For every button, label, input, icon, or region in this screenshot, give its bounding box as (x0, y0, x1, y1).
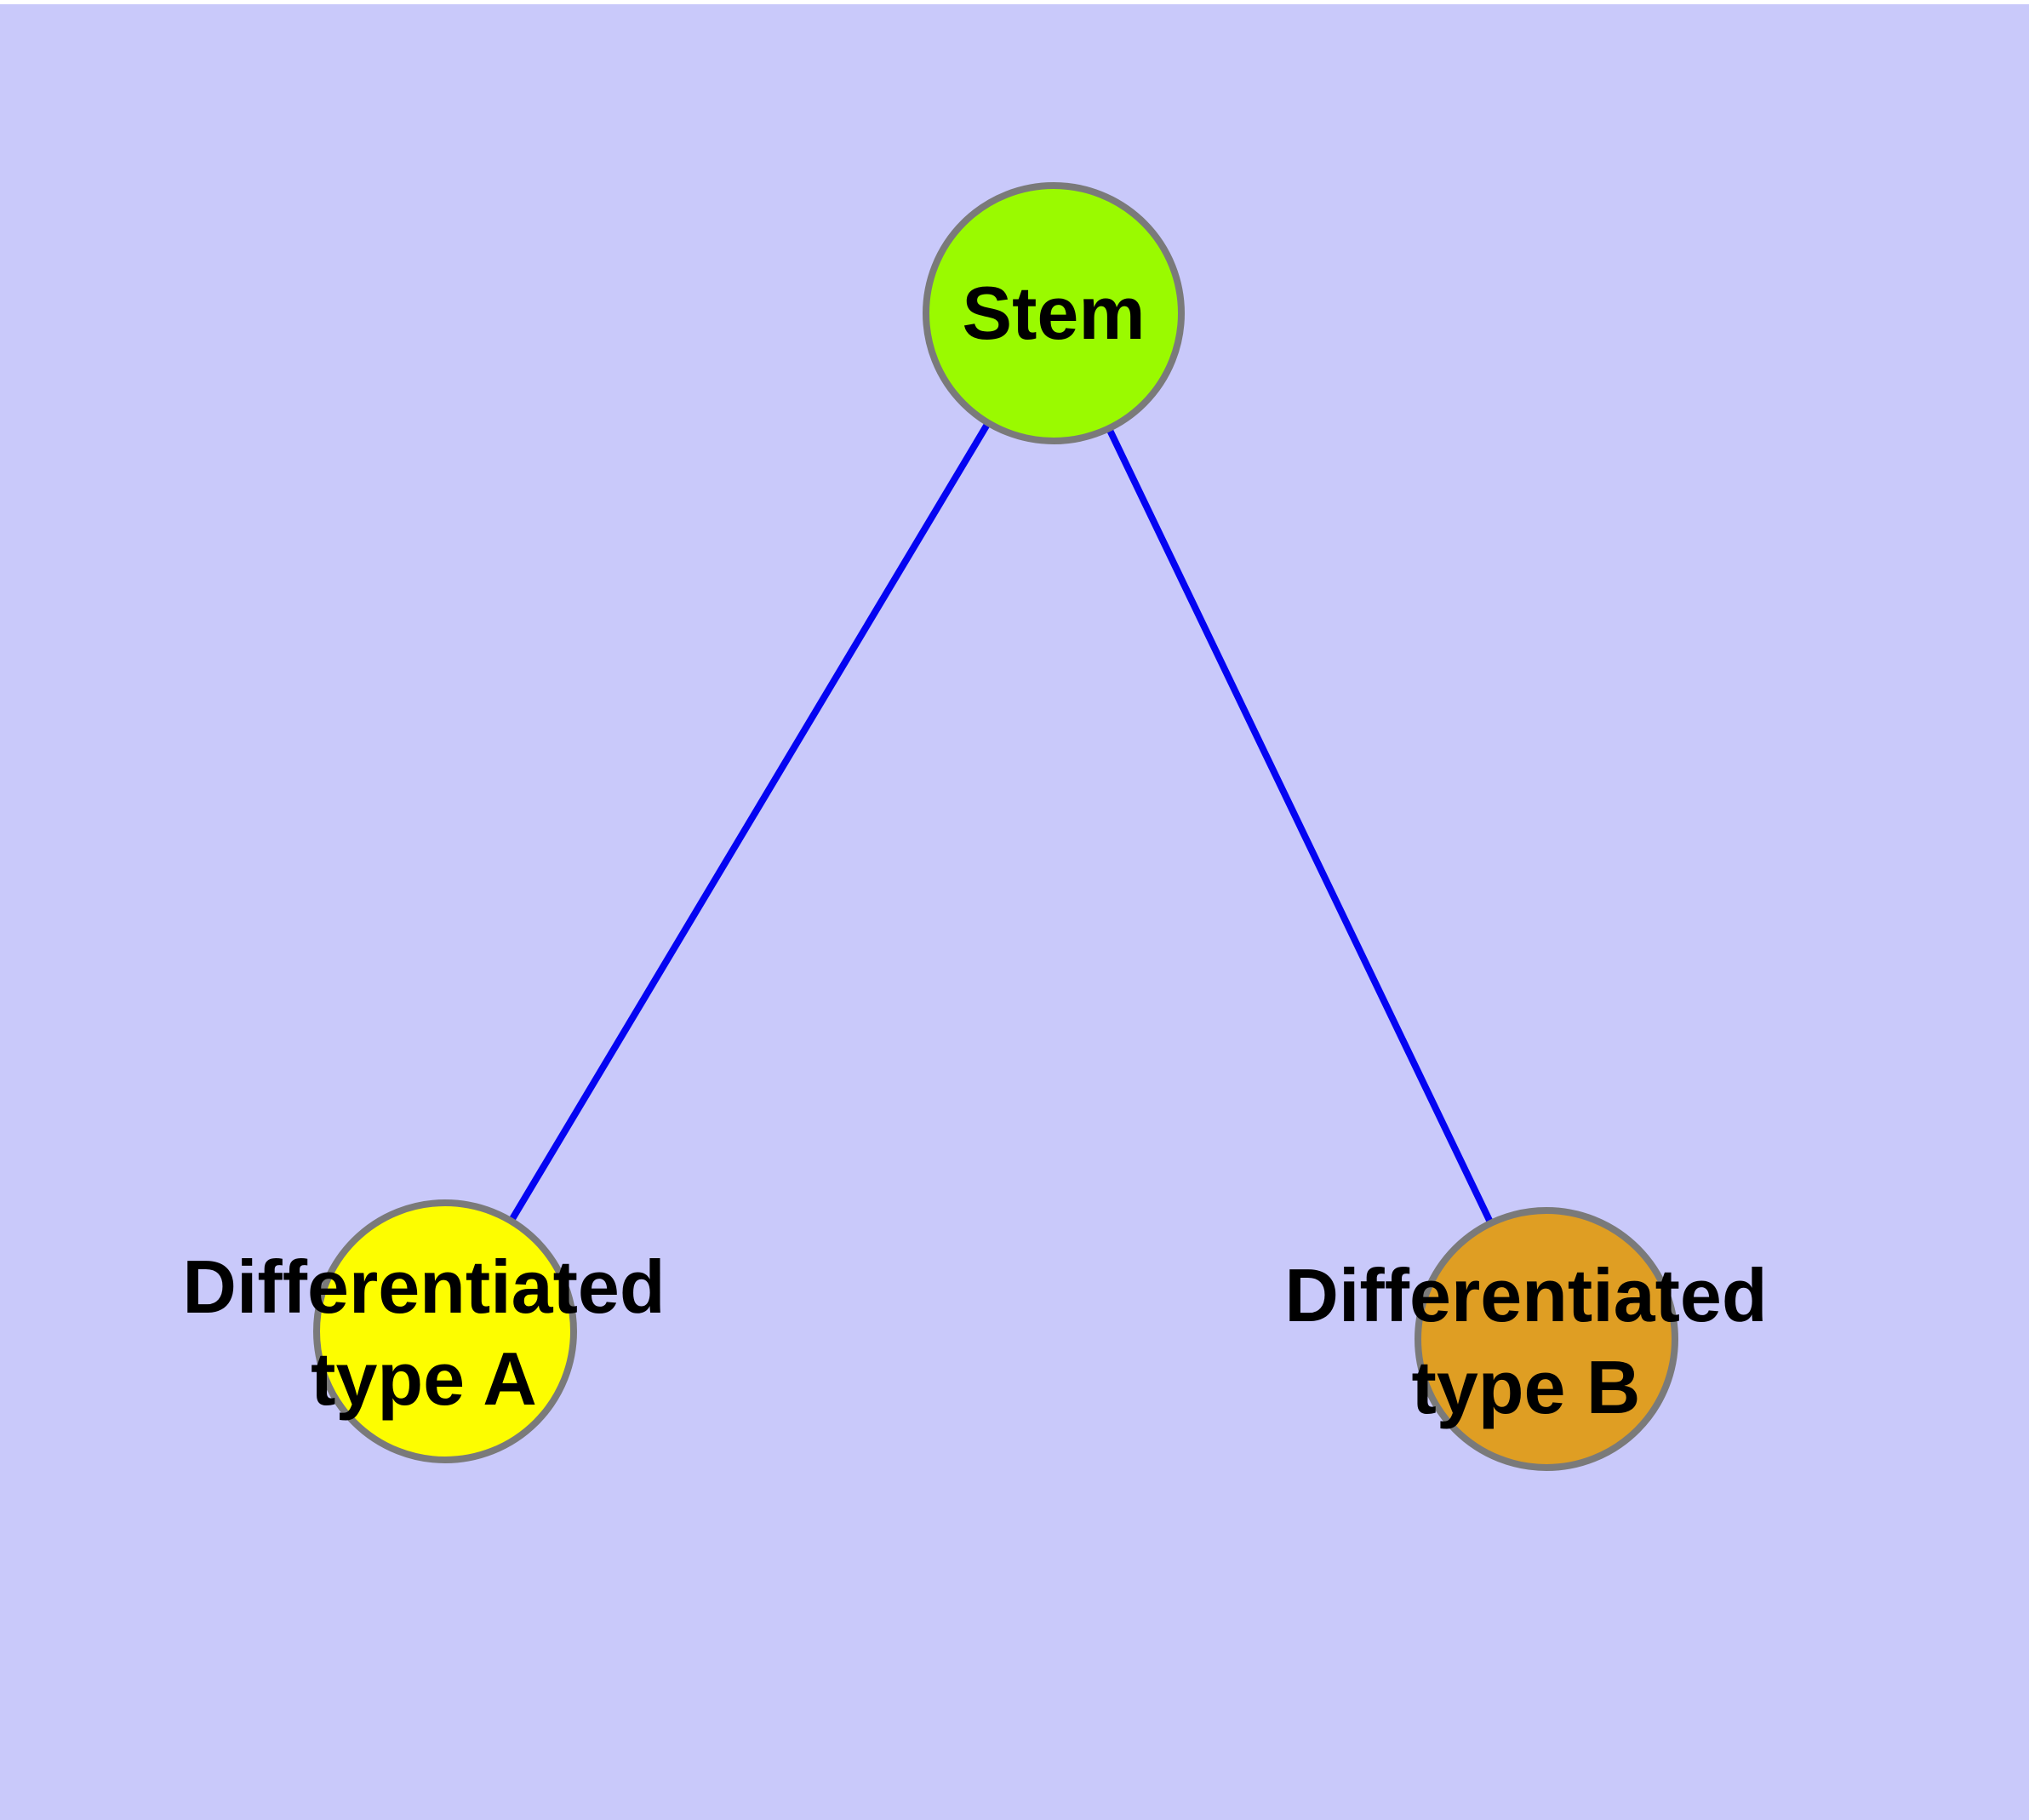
node-differentiated-type-a-circle (313, 1199, 577, 1463)
top-margin-strip (0, 0, 2029, 4)
node-stem-label: Stem (962, 271, 1146, 355)
node-differentiated-type-b-circle (1415, 1207, 1678, 1471)
node-stem-circle (923, 182, 1185, 444)
node-differentiated-type-a-label: Differentiated type A (182, 1245, 666, 1421)
edge-stem-to-type-a (442, 311, 1057, 1334)
node-differentiated-type-b-label: Differentiated type B (1284, 1253, 1768, 1429)
edge-stem-to-type-b (1050, 312, 1550, 1341)
